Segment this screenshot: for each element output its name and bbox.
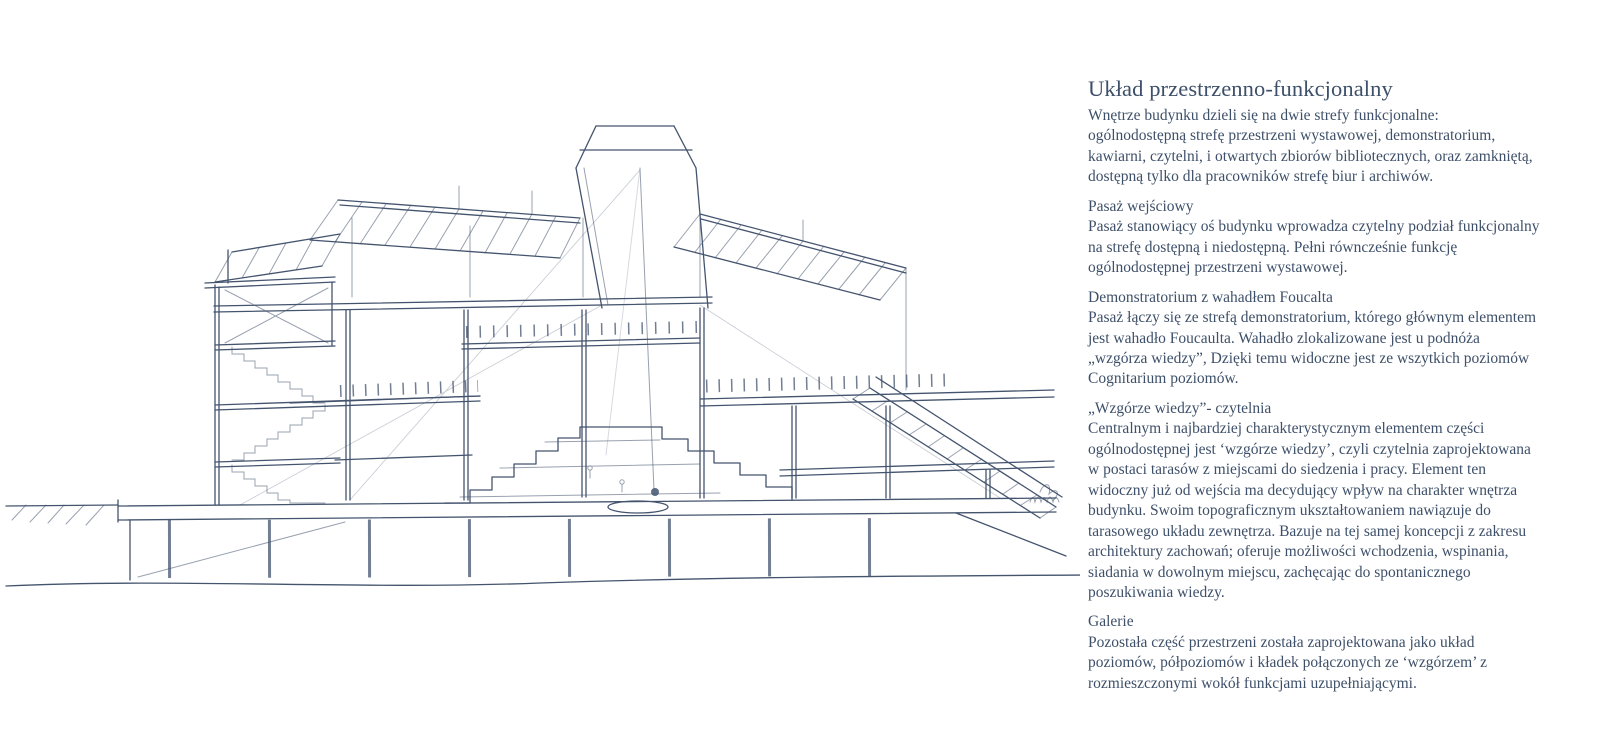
sketch-area — [5, 125, 1093, 587]
section-wzgorze-wiedzy: „Wzgórze wiedzy”- czytelnia Centralnym i… — [1088, 399, 1540, 604]
section-galerie: Galerie Pozostała część przestrzeni zost… — [1088, 612, 1540, 694]
section-heading: „Wzgórze wiedzy”- czytelnia — [1088, 399, 1272, 417]
section-body: Pasaż stanowiący oś budynku wprowadza cz… — [1088, 218, 1540, 277]
section-body: Pozostała część przestrzeni została zapr… — [1088, 633, 1487, 692]
section-heading: Demonstratorium z wahadłem Foucalta — [1088, 288, 1333, 306]
section-heading: Pasaż wejściowy — [1088, 197, 1194, 215]
section-body: Pasaż łączy się ze strefą demonstratoriu… — [1088, 309, 1537, 388]
section-body: Centralnym i najbardziej charakterystycz… — [1088, 420, 1531, 601]
section-demonstratorium: Demonstratorium z wahadłem Foucalta Pasa… — [1088, 288, 1540, 390]
page-title: Układ przestrzenno-funkcjonalny — [1088, 76, 1393, 101]
description-column: Układ przestrzenno-funkcjonalny Wnętrze … — [1088, 76, 1540, 703]
section-heading: Galerie — [1088, 613, 1134, 631]
intro-paragraph: Wnętrze budynku dzieli się na dwie stref… — [1088, 107, 1533, 186]
building-section-sketch — [5, 125, 1093, 587]
section-pasaz: Pasaż wejściowy Pasaż stanowiący oś budy… — [1088, 197, 1540, 279]
